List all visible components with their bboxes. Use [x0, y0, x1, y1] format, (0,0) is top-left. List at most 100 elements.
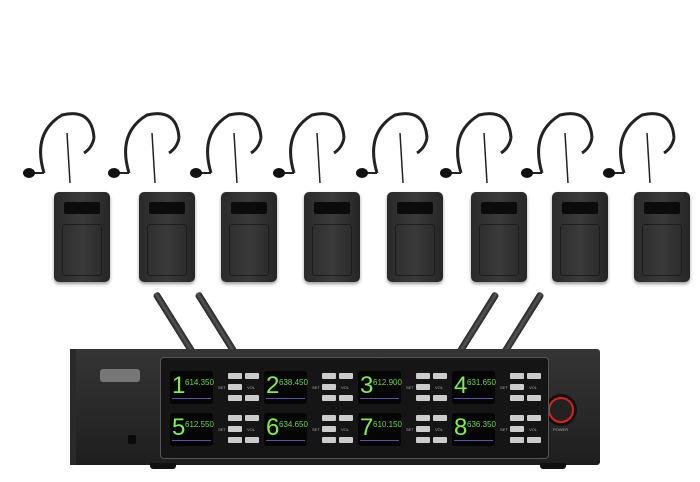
channel-5-down-button[interactable] [245, 437, 259, 443]
headset-microphone [520, 103, 600, 193]
foot [540, 463, 566, 469]
channel-2-up-button[interactable] [322, 373, 336, 379]
rf-meter [266, 440, 305, 441]
channel-6-set-button[interactable] [322, 426, 336, 432]
transmitter-display [149, 202, 185, 214]
rack-ear-left [70, 349, 76, 465]
channel-4-down-button[interactable] [527, 395, 541, 401]
channel-8-up-button[interactable] [510, 415, 524, 421]
headset-microphone [602, 103, 682, 193]
channel-8-set-button[interactable] [510, 426, 524, 432]
rf-meter [266, 398, 305, 399]
set-label: SET [312, 385, 320, 390]
channel-number: 1 [172, 372, 186, 399]
headset-microphone [107, 103, 187, 193]
bodypack-transmitter [634, 192, 690, 282]
set-label: SET [406, 385, 414, 390]
vol-label: VOL [435, 427, 444, 432]
channel-7-down-button[interactable] [416, 437, 430, 443]
belt-clip [479, 224, 519, 276]
channel-2-set-button[interactable] [322, 384, 336, 390]
channel-frequency: 631.650 [467, 378, 496, 387]
channel-8-down-button[interactable] [510, 437, 524, 443]
channel-number: 5 [172, 414, 186, 441]
bodypack-transmitter [552, 192, 608, 282]
channel-7-set-button[interactable] [416, 426, 430, 432]
channel-3-down-button[interactable] [433, 395, 447, 401]
channel-7-up-button[interactable] [433, 415, 447, 421]
channel-8-down-button[interactable] [527, 437, 541, 443]
channel-5-up-button[interactable] [228, 415, 242, 421]
channel-4-down-button[interactable] [510, 395, 524, 401]
channel-1-up-button[interactable] [228, 373, 242, 379]
belt-clip [229, 224, 269, 276]
bodypack-transmitter [471, 192, 527, 282]
vol-label: VOL [247, 385, 256, 390]
belt-clip [312, 224, 352, 276]
belt-clip [62, 224, 102, 276]
antenna [455, 291, 500, 356]
channel-4-up-button[interactable] [527, 373, 541, 379]
set-label: SET [218, 385, 226, 390]
channel-4-up-button[interactable] [510, 373, 524, 379]
transmitter-display [64, 202, 100, 214]
rf-meter [360, 398, 399, 399]
set-label: SET [312, 427, 320, 432]
foot [150, 463, 176, 469]
power-button[interactable] [548, 397, 574, 423]
channel-4-set-button[interactable] [510, 384, 524, 390]
channel-8-up-button[interactable] [527, 415, 541, 421]
channel-frequency: 634.650 [279, 420, 308, 429]
channel-5-up-button[interactable] [245, 415, 259, 421]
vol-label: VOL [529, 385, 538, 390]
headset-microphone [22, 103, 102, 193]
bodypack-transmitter [54, 192, 110, 282]
bodypack-transmitter [304, 192, 360, 282]
set-label: SET [500, 427, 508, 432]
headset-microphone [189, 103, 269, 193]
channel-1-up-button[interactable] [245, 373, 259, 379]
vol-label: VOL [341, 427, 350, 432]
channel-number: 3 [360, 372, 374, 399]
channel-6-down-button[interactable] [322, 437, 336, 443]
channel-6-down-button[interactable] [339, 437, 353, 443]
channel-3-down-button[interactable] [416, 395, 430, 401]
bodypack-transmitter [221, 192, 277, 282]
antenna [500, 291, 545, 356]
transmitter-display [397, 202, 433, 214]
channel-number: 8 [454, 414, 468, 441]
headset-microphone [355, 103, 435, 193]
channel-1-down-button[interactable] [245, 395, 259, 401]
channel-1-set-button[interactable] [228, 384, 242, 390]
rf-meter [454, 440, 493, 441]
channel-7-up-button[interactable] [416, 415, 430, 421]
channel-3-set-button[interactable] [416, 384, 430, 390]
channel-6-up-button[interactable] [322, 415, 336, 421]
vol-label: VOL [247, 427, 256, 432]
transmitter-display [314, 202, 350, 214]
channel-frequency: 610.150 [373, 420, 402, 429]
channel-2-down-button[interactable] [322, 395, 336, 401]
channel-3-up-button[interactable] [433, 373, 447, 379]
transmitter-display [481, 202, 517, 214]
channel-2-down-button[interactable] [339, 395, 353, 401]
channel-5-down-button[interactable] [228, 437, 242, 443]
headset-microphone [439, 103, 519, 193]
transmitter-display [644, 202, 680, 214]
channel-7-down-button[interactable] [433, 437, 447, 443]
belt-clip [395, 224, 435, 276]
channel-6-up-button[interactable] [339, 415, 353, 421]
channel-2-up-button[interactable] [339, 373, 353, 379]
transmitter-display [231, 202, 267, 214]
bodypack-transmitter [387, 192, 443, 282]
channel-5-set-button[interactable] [228, 426, 242, 432]
channel-3-up-button[interactable] [416, 373, 430, 379]
power-label: POWER [553, 427, 569, 432]
transmitter-display [562, 202, 598, 214]
channel-1-down-button[interactable] [228, 395, 242, 401]
antenna [152, 291, 197, 356]
